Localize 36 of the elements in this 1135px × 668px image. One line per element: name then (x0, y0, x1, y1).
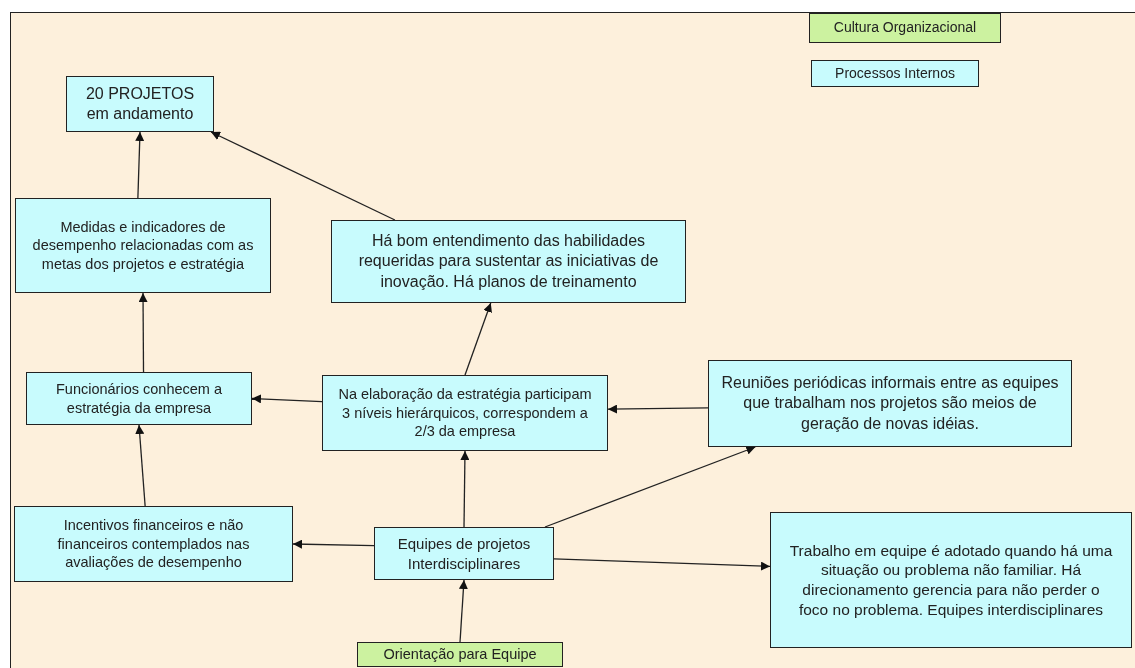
concept-text: Funcionários conhecem a estratégia da empresa (54, 380, 223, 417)
concept-text: Na elaboração da estratégia participam 3 níveis hierárquicos, correspondem a 2/3 da empresa (337, 385, 593, 441)
concept-box (809, 13, 1001, 43)
arrow (251, 394, 323, 404)
concept-box (331, 220, 686, 303)
concept-text: Processos Internos (835, 64, 955, 83)
concept-box (66, 76, 214, 132)
concept-box (14, 506, 293, 582)
arrow (460, 450, 470, 528)
concept-box (811, 60, 979, 87)
concept-box (708, 360, 1072, 447)
arrow (544, 446, 756, 528)
concept-box (322, 375, 608, 451)
concept-text: Cultura Organizacional (833, 19, 977, 37)
concept-text: Orientação para Equipe (383, 645, 537, 664)
concept-text: Reuniões periódicas informais entre as equipes que trabalham nos projetos são meios de geração de novas idéias. (721, 373, 1059, 434)
concept-text: Equipes de projetos Interdisciplinares (396, 534, 532, 573)
arrow (135, 424, 146, 507)
concept-box (15, 198, 271, 293)
arrow (210, 131, 396, 221)
arrow (458, 579, 468, 643)
concept-text: Incentivos financeiros e não financeiros contemplados nas avaliações de desempenho (56, 516, 251, 572)
arrow (135, 131, 145, 199)
concept-box (374, 527, 554, 580)
concept-text: Trabalho em equipe é adotado quando há uma situação ou problema não familiar. Há direcionamento gerencia para não perder o foco no problema. Equipes interdisciplinares (788, 540, 1114, 620)
arrow (553, 558, 771, 571)
arrow (138, 292, 148, 373)
concept-box (357, 642, 563, 667)
arrow (292, 539, 375, 549)
concept-box (26, 372, 252, 425)
concept-text: Medidas e indicadores de desempenho relacionadas com as metas dos projetos e estratégia (31, 217, 255, 274)
arrow (607, 404, 709, 414)
concept-box (770, 512, 1132, 648)
arrow (464, 302, 492, 376)
concept-text: Há bom entendimento das habilidades requeridas para sustentar as iniciativas de inovação. Há planos de treinamento (357, 231, 660, 292)
concept-text: 20 PROJETOS em andamento (84, 83, 196, 124)
